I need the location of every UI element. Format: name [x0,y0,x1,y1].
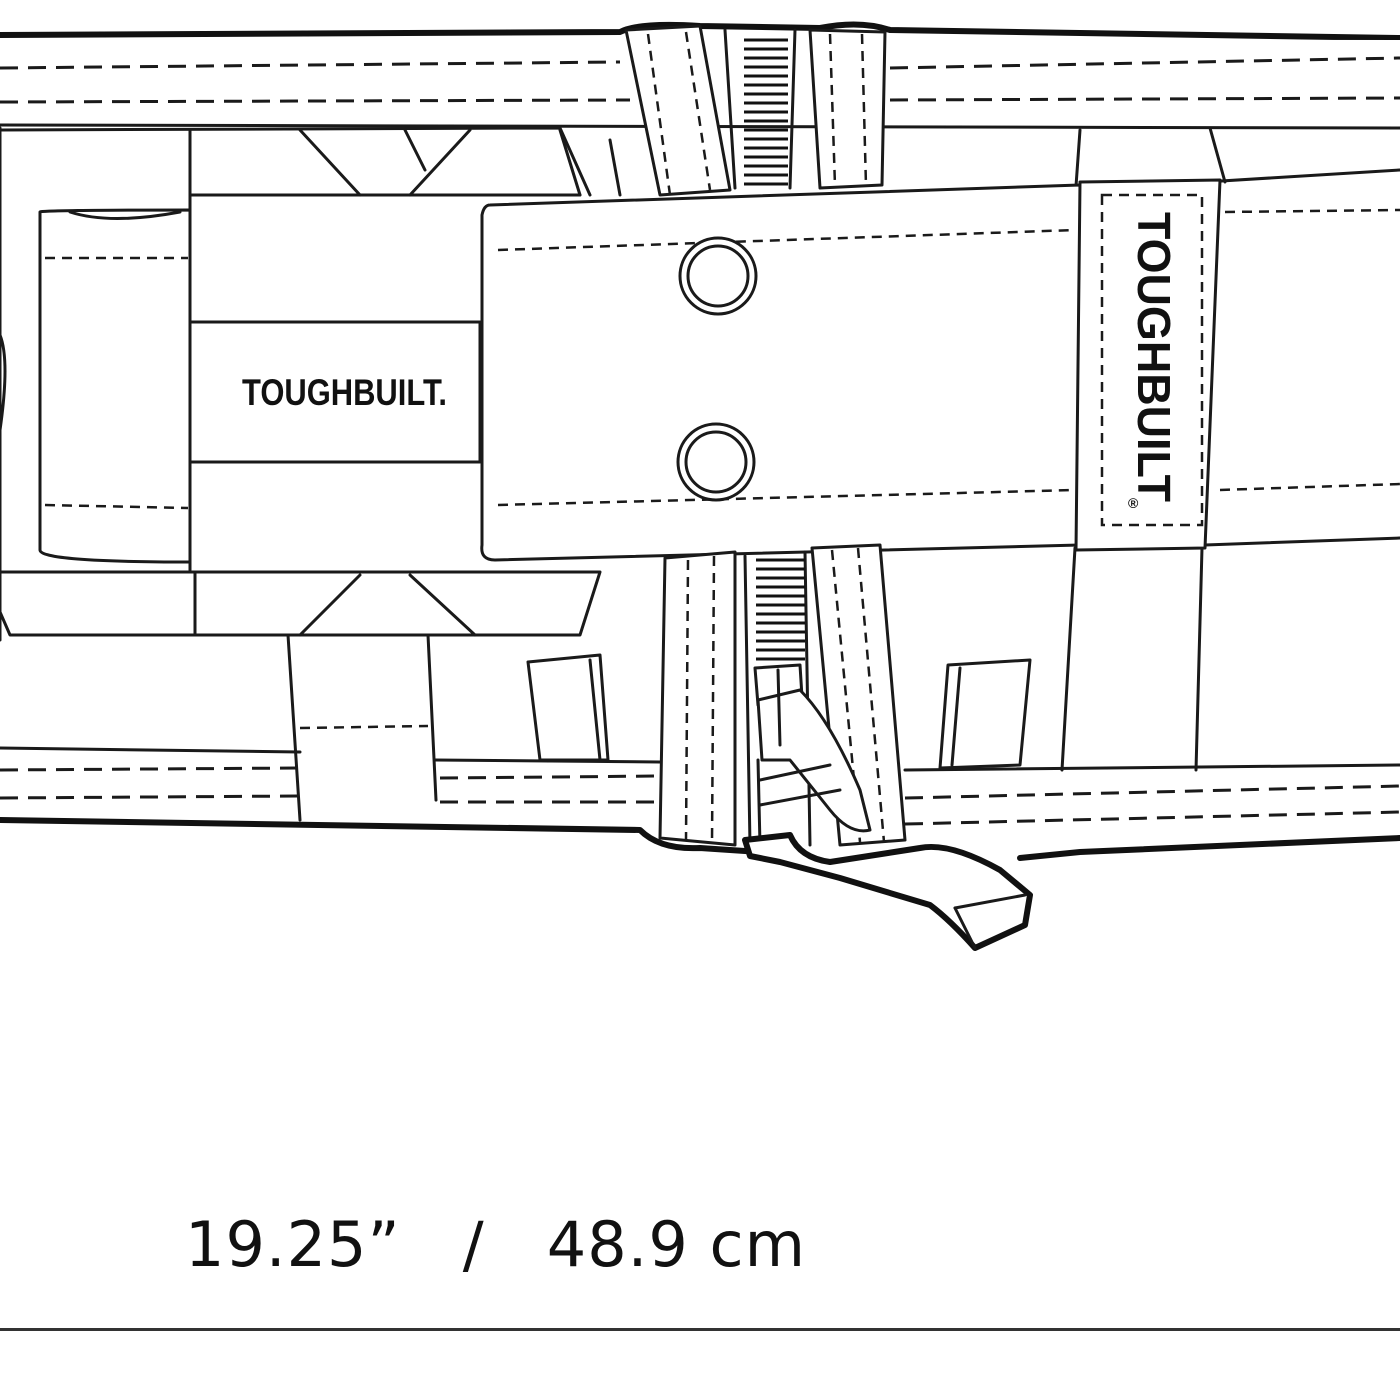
brand-logo-side: TOUGHBUILT [1128,212,1180,502]
rivet-top [678,236,758,316]
pocket-tabs [526,653,1032,770]
dimension-label: 19.25” / 48.9 cm [185,1208,806,1281]
inner-frame [0,126,1400,822]
belt-tongue [742,832,1033,951]
suspender-strap-top [624,24,887,197]
registered-mark: ® [1128,495,1139,511]
buckle-clip [753,663,872,847]
dimension-separator: / [462,1208,485,1281]
brand-logo-front: TOUGHBUILT. [242,372,447,413]
dimension-inches: 19.25” [185,1208,401,1281]
dimension-metric: 48.9 cm [546,1208,807,1281]
rivet-bottom [676,422,756,502]
zipper-top [744,38,788,186]
zipper-bottom [756,558,805,661]
left-roll-pocket [0,208,192,564]
dimension-line [0,1328,1400,1331]
side-logo-strap: TOUGHBUILT ® [1074,178,1222,552]
front-logo-strap: TOUGHBUILT. [188,198,482,572]
holster-flap [480,183,1082,562]
